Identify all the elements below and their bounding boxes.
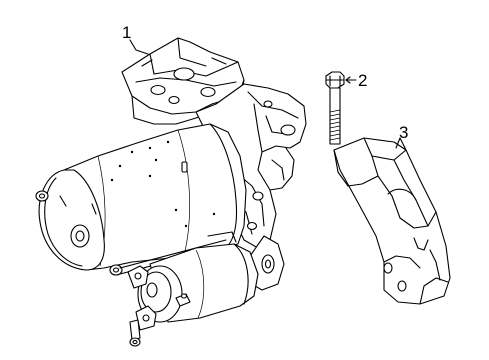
motor-housing bbox=[63, 123, 247, 271]
end-cap bbox=[35, 169, 229, 276]
callout-3-leader bbox=[395, 137, 407, 151]
mounting-bolt bbox=[325, 71, 357, 145]
callout-1-label: 1 bbox=[122, 23, 132, 42]
mounting-bracket bbox=[333, 137, 451, 305]
mounting-block bbox=[121, 37, 245, 125]
callout-2-label: 2 bbox=[358, 71, 368, 90]
starter-motor-assembly bbox=[35, 37, 307, 347]
callout-3-label: 3 bbox=[399, 123, 409, 142]
callout-1-leader bbox=[129, 39, 149, 55]
solenoid bbox=[127, 243, 259, 347]
